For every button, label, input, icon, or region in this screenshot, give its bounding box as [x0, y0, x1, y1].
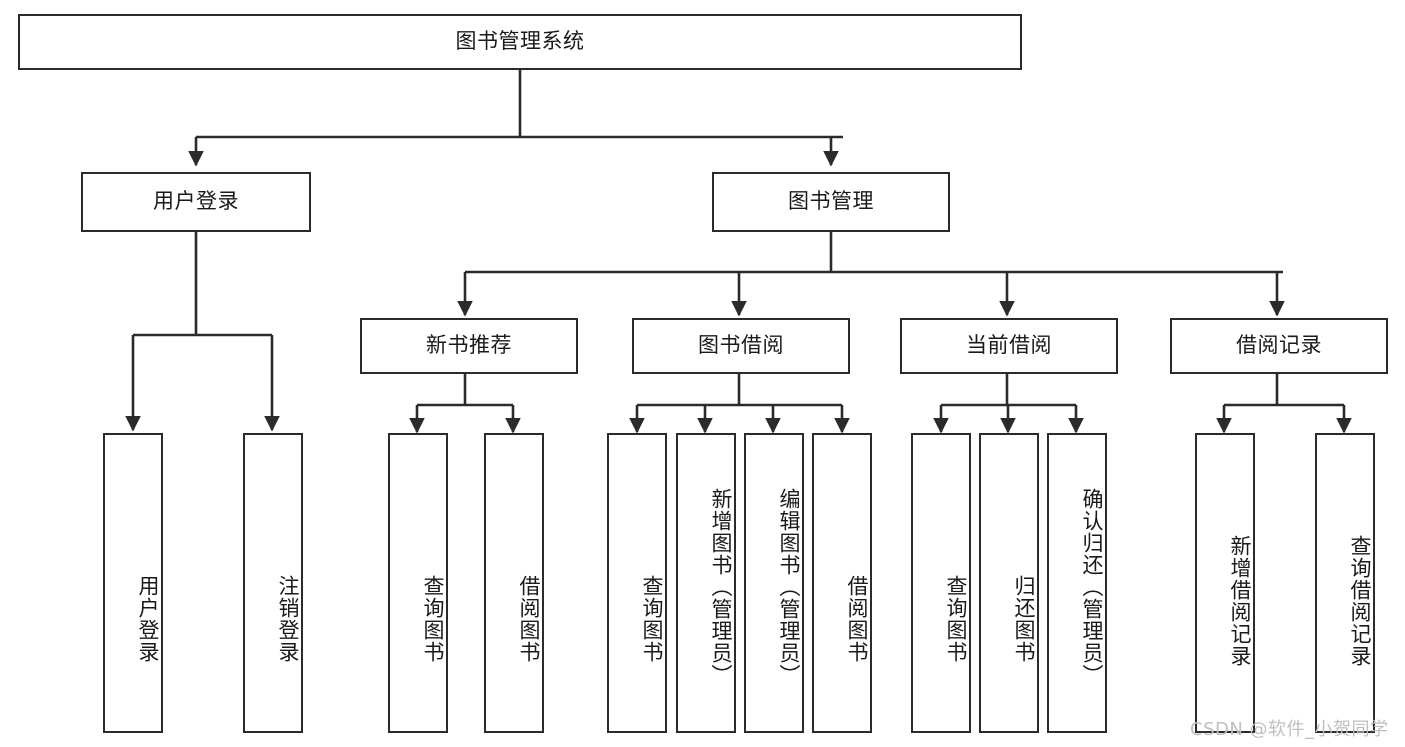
node-new-book-recommend[interactable]: 新书推荐: [360, 318, 578, 374]
node-leaf-add-borrow-record-label: 新增借阅记录: [1228, 535, 1252, 667]
node-leaf-query-borrow-record[interactable]: 查询借阅记录: [1315, 433, 1375, 733]
node-book-management[interactable]: 图书管理: [712, 172, 950, 232]
node-leaf-add-book-admin-label: 新增图书（管理员）: [709, 488, 733, 686]
node-leaf-borrow-book-2[interactable]: 借阅图书: [812, 433, 872, 733]
node-leaf-add-borrow-record[interactable]: 新增借阅记录: [1195, 433, 1255, 733]
node-current-borrow-label: 当前借阅: [966, 333, 1052, 358]
node-leaf-query-book-1[interactable]: 查询图书: [388, 433, 448, 733]
node-leaf-query-borrow-record-label: 查询借阅记录: [1348, 535, 1372, 667]
node-book-borrow-label: 图书借阅: [698, 333, 784, 358]
node-borrow-records-label: 借阅记录: [1236, 333, 1322, 358]
node-leaf-logout-label: 注销登录: [276, 575, 300, 663]
node-leaf-query-book-2-label: 查询图书: [640, 575, 664, 663]
node-leaf-return-book-label: 归还图书: [1012, 575, 1036, 663]
node-borrow-records[interactable]: 借阅记录: [1170, 318, 1388, 374]
node-leaf-borrow-book-1[interactable]: 借阅图书: [484, 433, 544, 733]
node-leaf-query-book-3-label: 查询图书: [944, 575, 968, 663]
node-leaf-user-login[interactable]: 用户登录: [103, 433, 163, 733]
node-leaf-borrow-book-1-label: 借阅图书: [517, 575, 541, 663]
node-leaf-query-book-2[interactable]: 查询图书: [607, 433, 667, 733]
node-leaf-edit-book-admin-label: 编辑图书（管理员）: [777, 488, 801, 686]
node-leaf-logout[interactable]: 注销登录: [243, 433, 303, 733]
node-leaf-query-book-1-label: 查询图书: [421, 575, 445, 663]
node-user-login-label: 用户登录: [153, 189, 239, 214]
node-leaf-user-login-label: 用户登录: [136, 575, 160, 663]
node-leaf-edit-book-admin[interactable]: 编辑图书（管理员）: [744, 433, 804, 733]
node-leaf-return-book[interactable]: 归还图书: [979, 433, 1039, 733]
node-leaf-confirm-return-admin[interactable]: 确认归还（管理员）: [1047, 433, 1107, 733]
csdn-watermark: CSDN @软件_小贺同学: [1190, 715, 1389, 741]
node-leaf-query-book-3[interactable]: 查询图书: [911, 433, 971, 733]
node-user-login[interactable]: 用户登录: [81, 172, 311, 232]
node-leaf-add-book-admin[interactable]: 新增图书（管理员）: [676, 433, 736, 733]
node-new-book-recommend-label: 新书推荐: [426, 333, 512, 358]
node-leaf-confirm-return-admin-label: 确认归还（管理员）: [1080, 488, 1104, 686]
node-book-management-label: 图书管理: [788, 189, 874, 214]
node-current-borrow[interactable]: 当前借阅: [900, 318, 1118, 374]
node-root-label: 图书管理系统: [455, 29, 585, 54]
node-book-borrow[interactable]: 图书借阅: [632, 318, 850, 374]
csdn-watermark-text: CSDN @软件_小贺同学: [1190, 719, 1389, 740]
node-root[interactable]: 图书管理系统: [18, 14, 1022, 70]
node-leaf-borrow-book-2-label: 借阅图书: [845, 575, 869, 663]
